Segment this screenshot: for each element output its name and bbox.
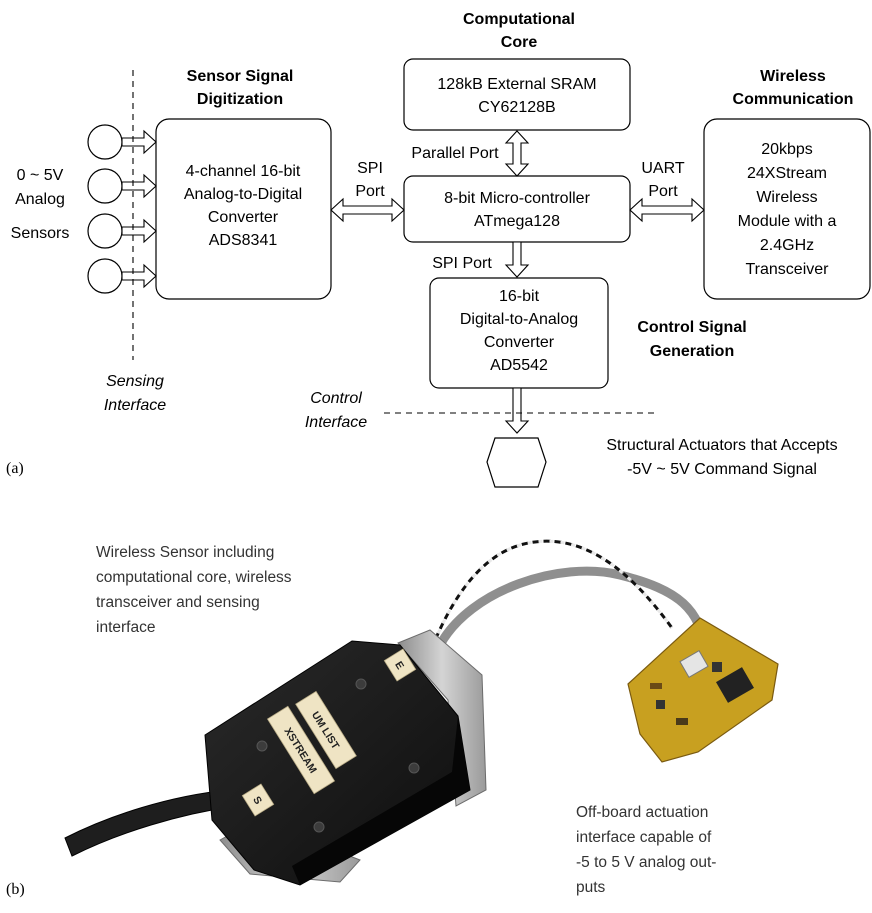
heading-wireless-communication-line1: Wireless [760,68,826,85]
sram-label-line1: 128kB External SRAM [437,76,596,93]
sensors-label-line3: Sensors [11,225,70,242]
mcu-dac-spi-arrow [504,241,530,278]
radio-label-line2: 24XStream [747,165,827,182]
pcb-connector [679,650,709,678]
enclosure-side [292,716,470,885]
sensor-arrow-4 [121,263,157,289]
screw-icon [408,762,420,774]
dac-actuator-arrow [504,387,530,434]
radio-label-line1: 20kbps [761,141,813,158]
dac-label-line3: Converter [484,334,555,351]
parallel-port-label: Parallel Port [411,145,499,162]
sensor-arrow-1 [121,129,157,155]
control-interface-label-line1: Control [310,390,362,407]
caption-offboard-line4: puts [576,879,606,896]
spi-port-left-line1: SPI [357,160,383,177]
screw-icon [256,740,268,752]
screw-icon [313,821,325,833]
radio-label-line5: 2.4GHz [760,237,814,254]
mcu-radio-uart-arrow [629,197,705,223]
caption-sensor-line1: Wireless Sensor including [96,544,274,561]
sensor-circle-4 [87,258,123,294]
heading-control-signal-line2: Generation [650,343,734,360]
adc-mcu-spi-arrow [330,197,405,223]
actuator-label-line1: Structural Actuators that Accepts [606,437,837,454]
caption-sensor-line3: transceiver and sensing [96,594,260,611]
heading-sensor-digitization-line2: Digitization [197,91,283,108]
spi-port-bottom-label: SPI Port [432,255,492,272]
dac-label-line4: AD5542 [490,357,548,374]
heading-sensor-digitization-line1: Sensor Signal [187,68,294,85]
panel-b-photo: Wireless Sensor including computational … [6,539,779,898]
caption-sensor-line2: computational core, wireless [96,569,292,586]
heading-computational-core-line2: Core [501,34,538,51]
sensor-arrow-3 [121,218,157,244]
pcb-chip [716,667,754,703]
dac-label-line2: Digital-to-Analog [460,311,578,328]
spi-port-left-line2: Port [355,183,385,200]
heading-control-signal-line1: Control Signal [637,319,746,336]
mcu-block [403,175,631,243]
ribbon-cable [435,566,710,655]
pcb-component [712,662,722,672]
wireless-module-block [703,118,871,300]
sensor-circle-2 [87,168,123,204]
panel-a-block-diagram: Computational Core Sensor Signal Digitiz… [6,11,871,488]
sram-mcu-parallel-arrow [504,130,530,177]
heading-computational-core-line1: Computational [463,11,575,28]
caption-offboard-line1: Off-board actuation [576,804,708,821]
sensors-label-line2: Analog [15,191,65,208]
radio-label-line6: Transceiver [746,261,830,278]
twisted-wire-white [418,539,674,681]
adc-label-line2: Analog-to-Digital [184,186,302,203]
sensing-interface-label-line1: Sensing [106,373,164,390]
sensor-arrow-2 [121,173,157,199]
pcb-component [656,700,665,709]
panel-a-label: (a) [6,460,24,477]
sram-block [403,58,631,131]
adc-label-line4: ADS8341 [209,232,278,249]
control-interface-label-line2: Interface [305,414,367,431]
sram-label-line2: CY62128B [478,99,555,116]
screw-icon [355,678,367,690]
uart-port-line2: Port [648,183,678,200]
uart-port-line1: UART [641,160,684,177]
adc-label-line1: 4-channel 16-bit [186,163,301,180]
caption-offboard-line2: interface capable of [576,829,712,846]
sensor-circle-1 [87,124,123,160]
twisted-wire-black [418,539,674,681]
mcu-label-line2: ATmega128 [474,213,560,230]
pcb-component [676,718,688,725]
actuator-label-line2: -5V ~ 5V Command Signal [627,461,817,478]
sensor-circle-3 [87,213,123,249]
device-label-e: E [383,648,417,682]
mcu-label-line1: 8-bit Micro-controller [444,190,590,207]
panel-b-label: (b) [6,881,25,898]
radio-label-line3: Wireless [756,189,817,206]
radio-label-line4: Module with a [738,213,837,230]
sensors-label-line1: 0 ~ 5V [17,167,64,184]
caption-offboard-line3: -5 to 5 V analog out- [576,854,716,871]
dac-label-line1: 16-bit [499,288,540,305]
actuator-hexagon [486,437,547,488]
pcb-component [650,683,662,689]
adc-label-line3: Converter [208,209,279,226]
heading-wireless-communication-line2: Communication [733,91,854,108]
adc-block [155,118,332,300]
caption-sensor-line4: interface [96,619,155,636]
device-label-s: S [241,783,275,817]
sensing-interface-label-line2: Interface [104,397,166,414]
offboard-actuation-board [627,617,779,763]
